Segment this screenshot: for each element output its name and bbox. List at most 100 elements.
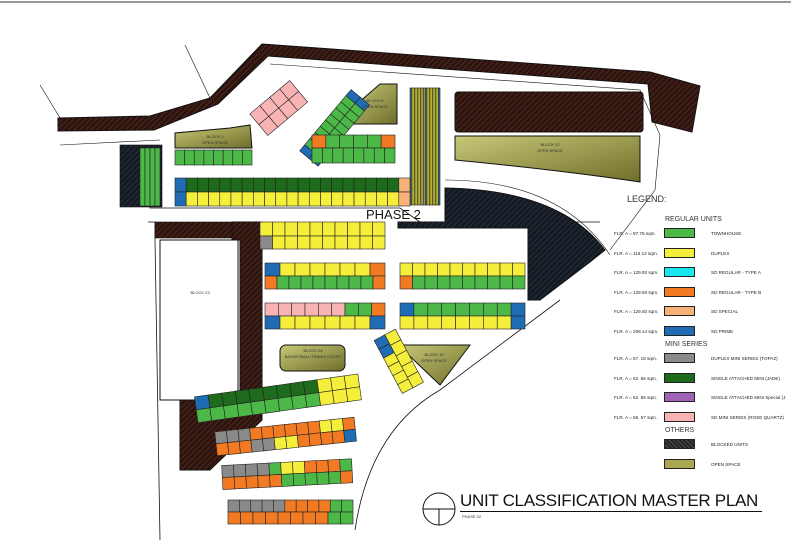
lot[interactable] xyxy=(284,221,298,237)
lot[interactable] xyxy=(259,235,273,250)
lot[interactable] xyxy=(302,511,316,525)
lot[interactable] xyxy=(387,191,400,207)
lot[interactable] xyxy=(331,177,344,193)
lot[interactable] xyxy=(340,470,354,484)
lot[interactable] xyxy=(344,302,359,317)
lot[interactable] xyxy=(197,191,209,207)
lot[interactable] xyxy=(364,191,377,207)
lot[interactable] xyxy=(438,87,441,206)
lot[interactable] xyxy=(427,302,442,317)
lot[interactable] xyxy=(339,134,354,149)
lot[interactable] xyxy=(303,379,320,395)
lot[interactable] xyxy=(278,302,292,317)
lot[interactable] xyxy=(372,275,386,290)
lot[interactable] xyxy=(268,462,282,476)
lot[interactable] xyxy=(262,385,279,401)
lot[interactable] xyxy=(294,262,311,277)
lot[interactable] xyxy=(363,147,375,164)
lot[interactable] xyxy=(300,275,314,290)
lot[interactable] xyxy=(241,191,254,207)
lot[interactable] xyxy=(286,191,299,207)
lot[interactable] xyxy=(295,499,308,513)
lot[interactable] xyxy=(342,177,355,193)
lot[interactable] xyxy=(221,464,235,478)
lot[interactable] xyxy=(284,235,298,250)
lot[interactable] xyxy=(195,407,213,424)
lot[interactable] xyxy=(277,511,291,525)
lot[interactable] xyxy=(330,375,347,392)
lot[interactable] xyxy=(289,381,306,397)
lot[interactable] xyxy=(358,302,372,317)
lot[interactable] xyxy=(307,499,320,513)
lot[interactable] xyxy=(154,147,161,207)
lot[interactable] xyxy=(315,459,329,473)
lot[interactable] xyxy=(294,315,311,330)
lot[interactable] xyxy=(221,476,236,490)
lot[interactable] xyxy=(304,392,321,408)
lot[interactable] xyxy=(213,149,224,166)
lot[interactable] xyxy=(367,134,382,149)
lot[interactable] xyxy=(499,275,513,290)
lot[interactable] xyxy=(275,383,292,399)
lot[interactable] xyxy=(347,221,361,237)
lot[interactable] xyxy=(262,437,276,452)
lot[interactable] xyxy=(253,177,265,193)
lot[interactable] xyxy=(226,429,240,443)
lot[interactable] xyxy=(325,134,340,149)
lot[interactable] xyxy=(307,420,321,435)
lot[interactable] xyxy=(449,262,463,277)
lot[interactable] xyxy=(250,399,267,416)
lot[interactable] xyxy=(384,147,396,164)
lot[interactable] xyxy=(273,499,286,513)
lot[interactable] xyxy=(369,262,386,277)
lot[interactable] xyxy=(248,387,265,403)
lot[interactable] xyxy=(327,459,341,473)
lot[interactable] xyxy=(288,275,302,290)
lot[interactable] xyxy=(330,418,344,432)
lot[interactable] xyxy=(483,302,498,317)
lot[interactable] xyxy=(194,394,211,411)
lot[interactable] xyxy=(334,235,348,250)
lot[interactable] xyxy=(297,191,310,207)
lot[interactable] xyxy=(292,460,306,475)
lot[interactable] xyxy=(387,177,400,193)
lot[interactable] xyxy=(334,221,348,237)
lot[interactable] xyxy=(342,191,355,207)
lot[interactable] xyxy=(227,499,240,513)
lot[interactable] xyxy=(219,191,232,207)
lot[interactable] xyxy=(332,388,349,404)
lot[interactable] xyxy=(474,275,488,290)
lot[interactable] xyxy=(372,235,386,250)
lot[interactable] xyxy=(348,275,362,290)
lot[interactable] xyxy=(360,275,374,290)
lot[interactable] xyxy=(398,191,411,207)
lot[interactable] xyxy=(372,221,386,237)
lot[interactable] xyxy=(345,386,362,402)
lot[interactable] xyxy=(269,474,283,488)
lot[interactable] xyxy=(399,275,413,290)
lot[interactable] xyxy=(174,191,187,207)
lot[interactable] xyxy=(184,149,195,166)
lot[interactable] xyxy=(295,421,310,436)
lot[interactable] xyxy=(483,315,498,330)
lot[interactable] xyxy=(219,177,232,193)
lot[interactable] xyxy=(413,315,429,330)
lot[interactable] xyxy=(399,302,415,317)
lot[interactable] xyxy=(399,262,413,277)
lot[interactable] xyxy=(487,275,501,290)
lot[interactable] xyxy=(222,149,234,166)
lot[interactable] xyxy=(499,262,513,277)
lot[interactable] xyxy=(250,438,265,453)
lot[interactable] xyxy=(412,262,426,277)
lot[interactable] xyxy=(316,471,330,485)
lot[interactable] xyxy=(309,315,326,330)
lot[interactable] xyxy=(230,177,243,193)
lot[interactable] xyxy=(354,96,370,112)
lot[interactable] xyxy=(315,511,329,525)
lot[interactable] xyxy=(412,275,426,290)
lot[interactable] xyxy=(291,302,306,317)
lot[interactable] xyxy=(264,315,281,330)
lot[interactable] xyxy=(320,177,332,193)
lot[interactable] xyxy=(214,430,228,445)
lot[interactable] xyxy=(240,511,254,525)
